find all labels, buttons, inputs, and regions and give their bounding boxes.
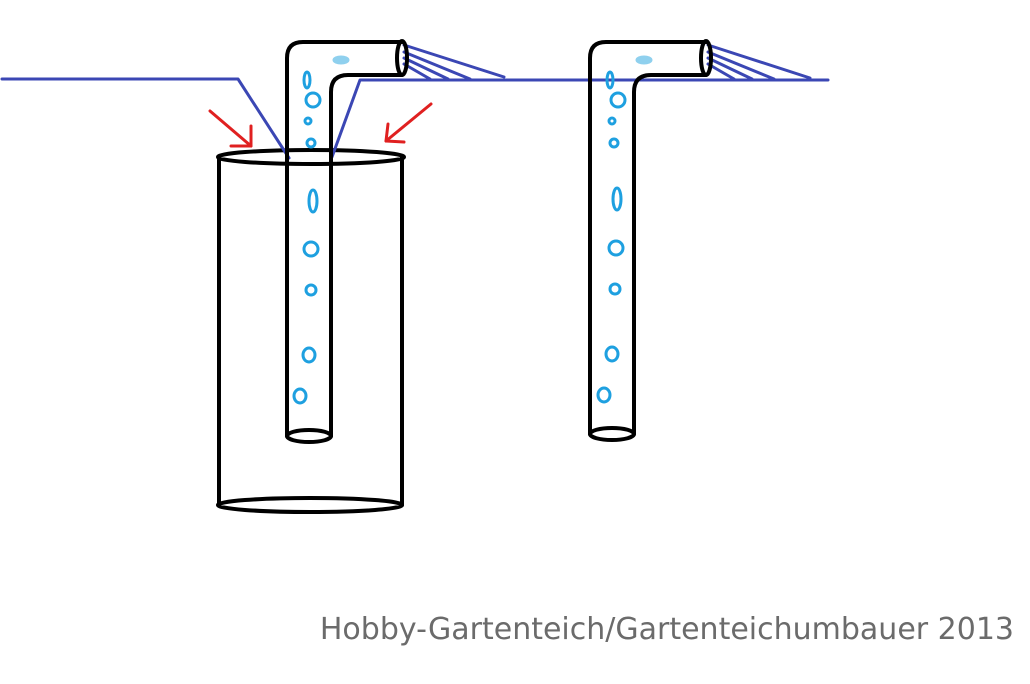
air-bubble <box>332 55 350 65</box>
air-bubble <box>292 387 308 405</box>
air-bubble <box>302 240 320 258</box>
air-bubble <box>611 186 623 212</box>
air-bubbles-right <box>596 55 653 404</box>
air-bubble <box>607 239 625 257</box>
air-bubble <box>307 188 319 214</box>
air-bubble <box>607 116 617 126</box>
spray-line-right-2 <box>706 50 776 81</box>
pipe-left-inner-wall <box>329 73 404 438</box>
pipe-left-outlet <box>395 39 409 77</box>
pipe-right-outlet <box>699 39 713 77</box>
air-bubble <box>302 70 312 90</box>
air-bubble <box>608 137 620 149</box>
image-credit-caption: Hobby-Gartenteich/Gartenteichumbauer 201… <box>319 612 1014 647</box>
pipe-right-outer-wall <box>588 40 708 436</box>
spray-line-right-1 <box>706 43 812 80</box>
air-bubble <box>596 386 612 404</box>
spray-line-left-3 <box>402 56 450 81</box>
air-bubble <box>609 91 627 109</box>
water-surface-line <box>0 43 830 160</box>
air-bubbles-left <box>292 55 350 405</box>
inflow-arrow-right <box>384 102 433 144</box>
outer-cylinder <box>216 148 406 514</box>
inflow-arrows <box>208 102 433 148</box>
pipe-left-bottom <box>285 428 333 444</box>
air-bubble <box>305 137 317 149</box>
pipe-right-inner-wall <box>632 73 708 436</box>
air-bubble <box>304 283 318 297</box>
spray-line-left-2 <box>402 50 472 81</box>
air-bubble <box>604 345 620 363</box>
water-line-inner <box>330 78 830 159</box>
pipe-outline-right <box>588 39 713 442</box>
cylinder-bottom-rim <box>216 496 404 514</box>
pipe-left-outer-wall <box>285 40 404 438</box>
air-bubble <box>303 116 313 126</box>
cylinder-top-rim <box>216 148 406 166</box>
spray-line-left-1 <box>402 43 506 79</box>
spray-line-right-3 <box>706 56 754 81</box>
inflow-arrow-left <box>208 109 253 148</box>
air-bubble <box>605 70 615 90</box>
pipe-outline-left <box>285 39 409 444</box>
water-line-left <box>0 77 291 160</box>
air-bubble <box>608 282 622 296</box>
pipe-right-bottom <box>588 426 636 442</box>
air-bubble <box>304 91 322 109</box>
air-bubble <box>635 55 653 65</box>
air-bubble <box>301 346 317 364</box>
